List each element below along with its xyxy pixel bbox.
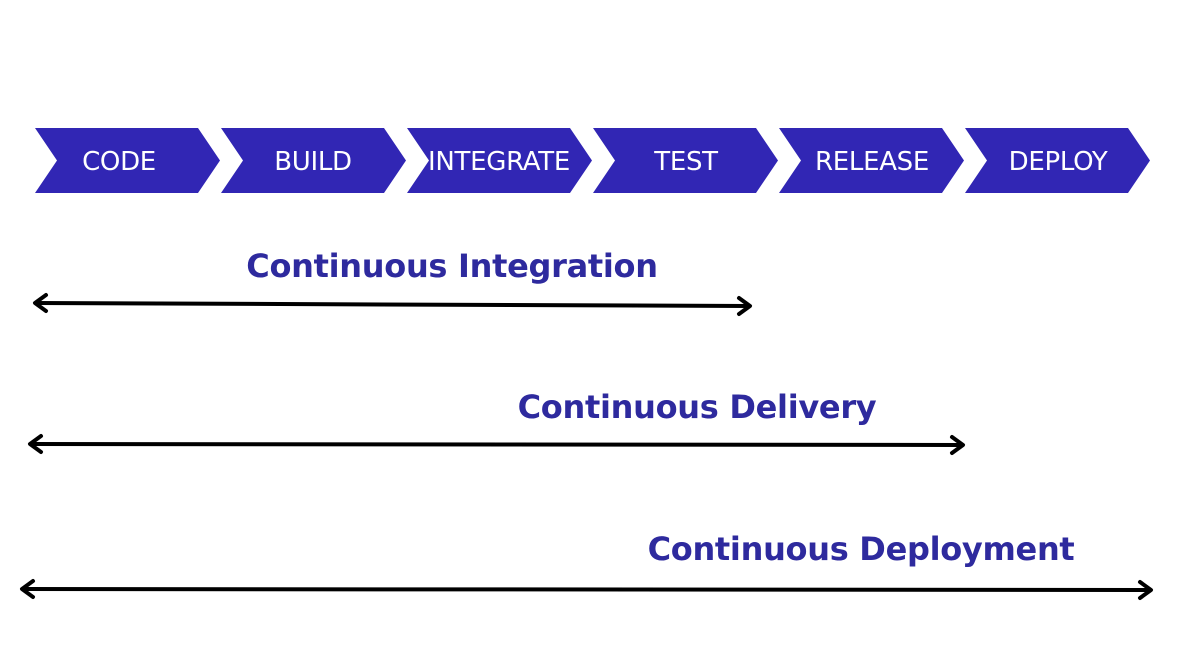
- stage-release-label: RELEASE: [815, 147, 929, 177]
- continuous-integration-arrow-icon: [33, 293, 752, 316]
- span-continuous-integration: Continuous Integration: [33, 247, 752, 316]
- stage-deploy: DEPLOY: [965, 128, 1150, 193]
- stage-code-label: CODE: [82, 147, 156, 177]
- continuous-deployment-label: Continuous Deployment: [648, 530, 1075, 568]
- stage-build-chevron: [221, 128, 406, 193]
- stage-build: BUILD: [221, 128, 406, 193]
- stage-code: CODE: [35, 128, 220, 193]
- stage-test-chevron: [593, 128, 778, 193]
- stage-code-chevron: [35, 128, 220, 193]
- stage-deploy-chevron: [965, 128, 1150, 193]
- stage-test-label: TEST: [653, 147, 718, 177]
- span-continuous-deployment: Continuous Deployment: [20, 530, 1153, 600]
- continuous-delivery-arrow-icon: [28, 434, 965, 455]
- stage-test: TEST: [593, 128, 778, 193]
- stage-integrate: INTEGRATE: [407, 128, 592, 193]
- continuous-integration-label: Continuous Integration: [246, 247, 657, 285]
- stage-build-label: BUILD: [274, 147, 352, 177]
- stage-integrate-chevron: [407, 128, 592, 193]
- pipeline-stages: CODE BUILD INTEGRATE TEST RELEASE DEPLOY: [35, 128, 1150, 193]
- span-continuous-delivery: Continuous Delivery: [28, 388, 965, 455]
- continuous-deployment-arrow-icon: [20, 579, 1153, 600]
- stage-release: RELEASE: [779, 128, 964, 193]
- stage-release-chevron: [779, 128, 964, 193]
- stage-deploy-label: DEPLOY: [1009, 147, 1108, 177]
- continuous-delivery-label: Continuous Delivery: [518, 388, 877, 426]
- stage-integrate-label: INTEGRATE: [428, 147, 570, 177]
